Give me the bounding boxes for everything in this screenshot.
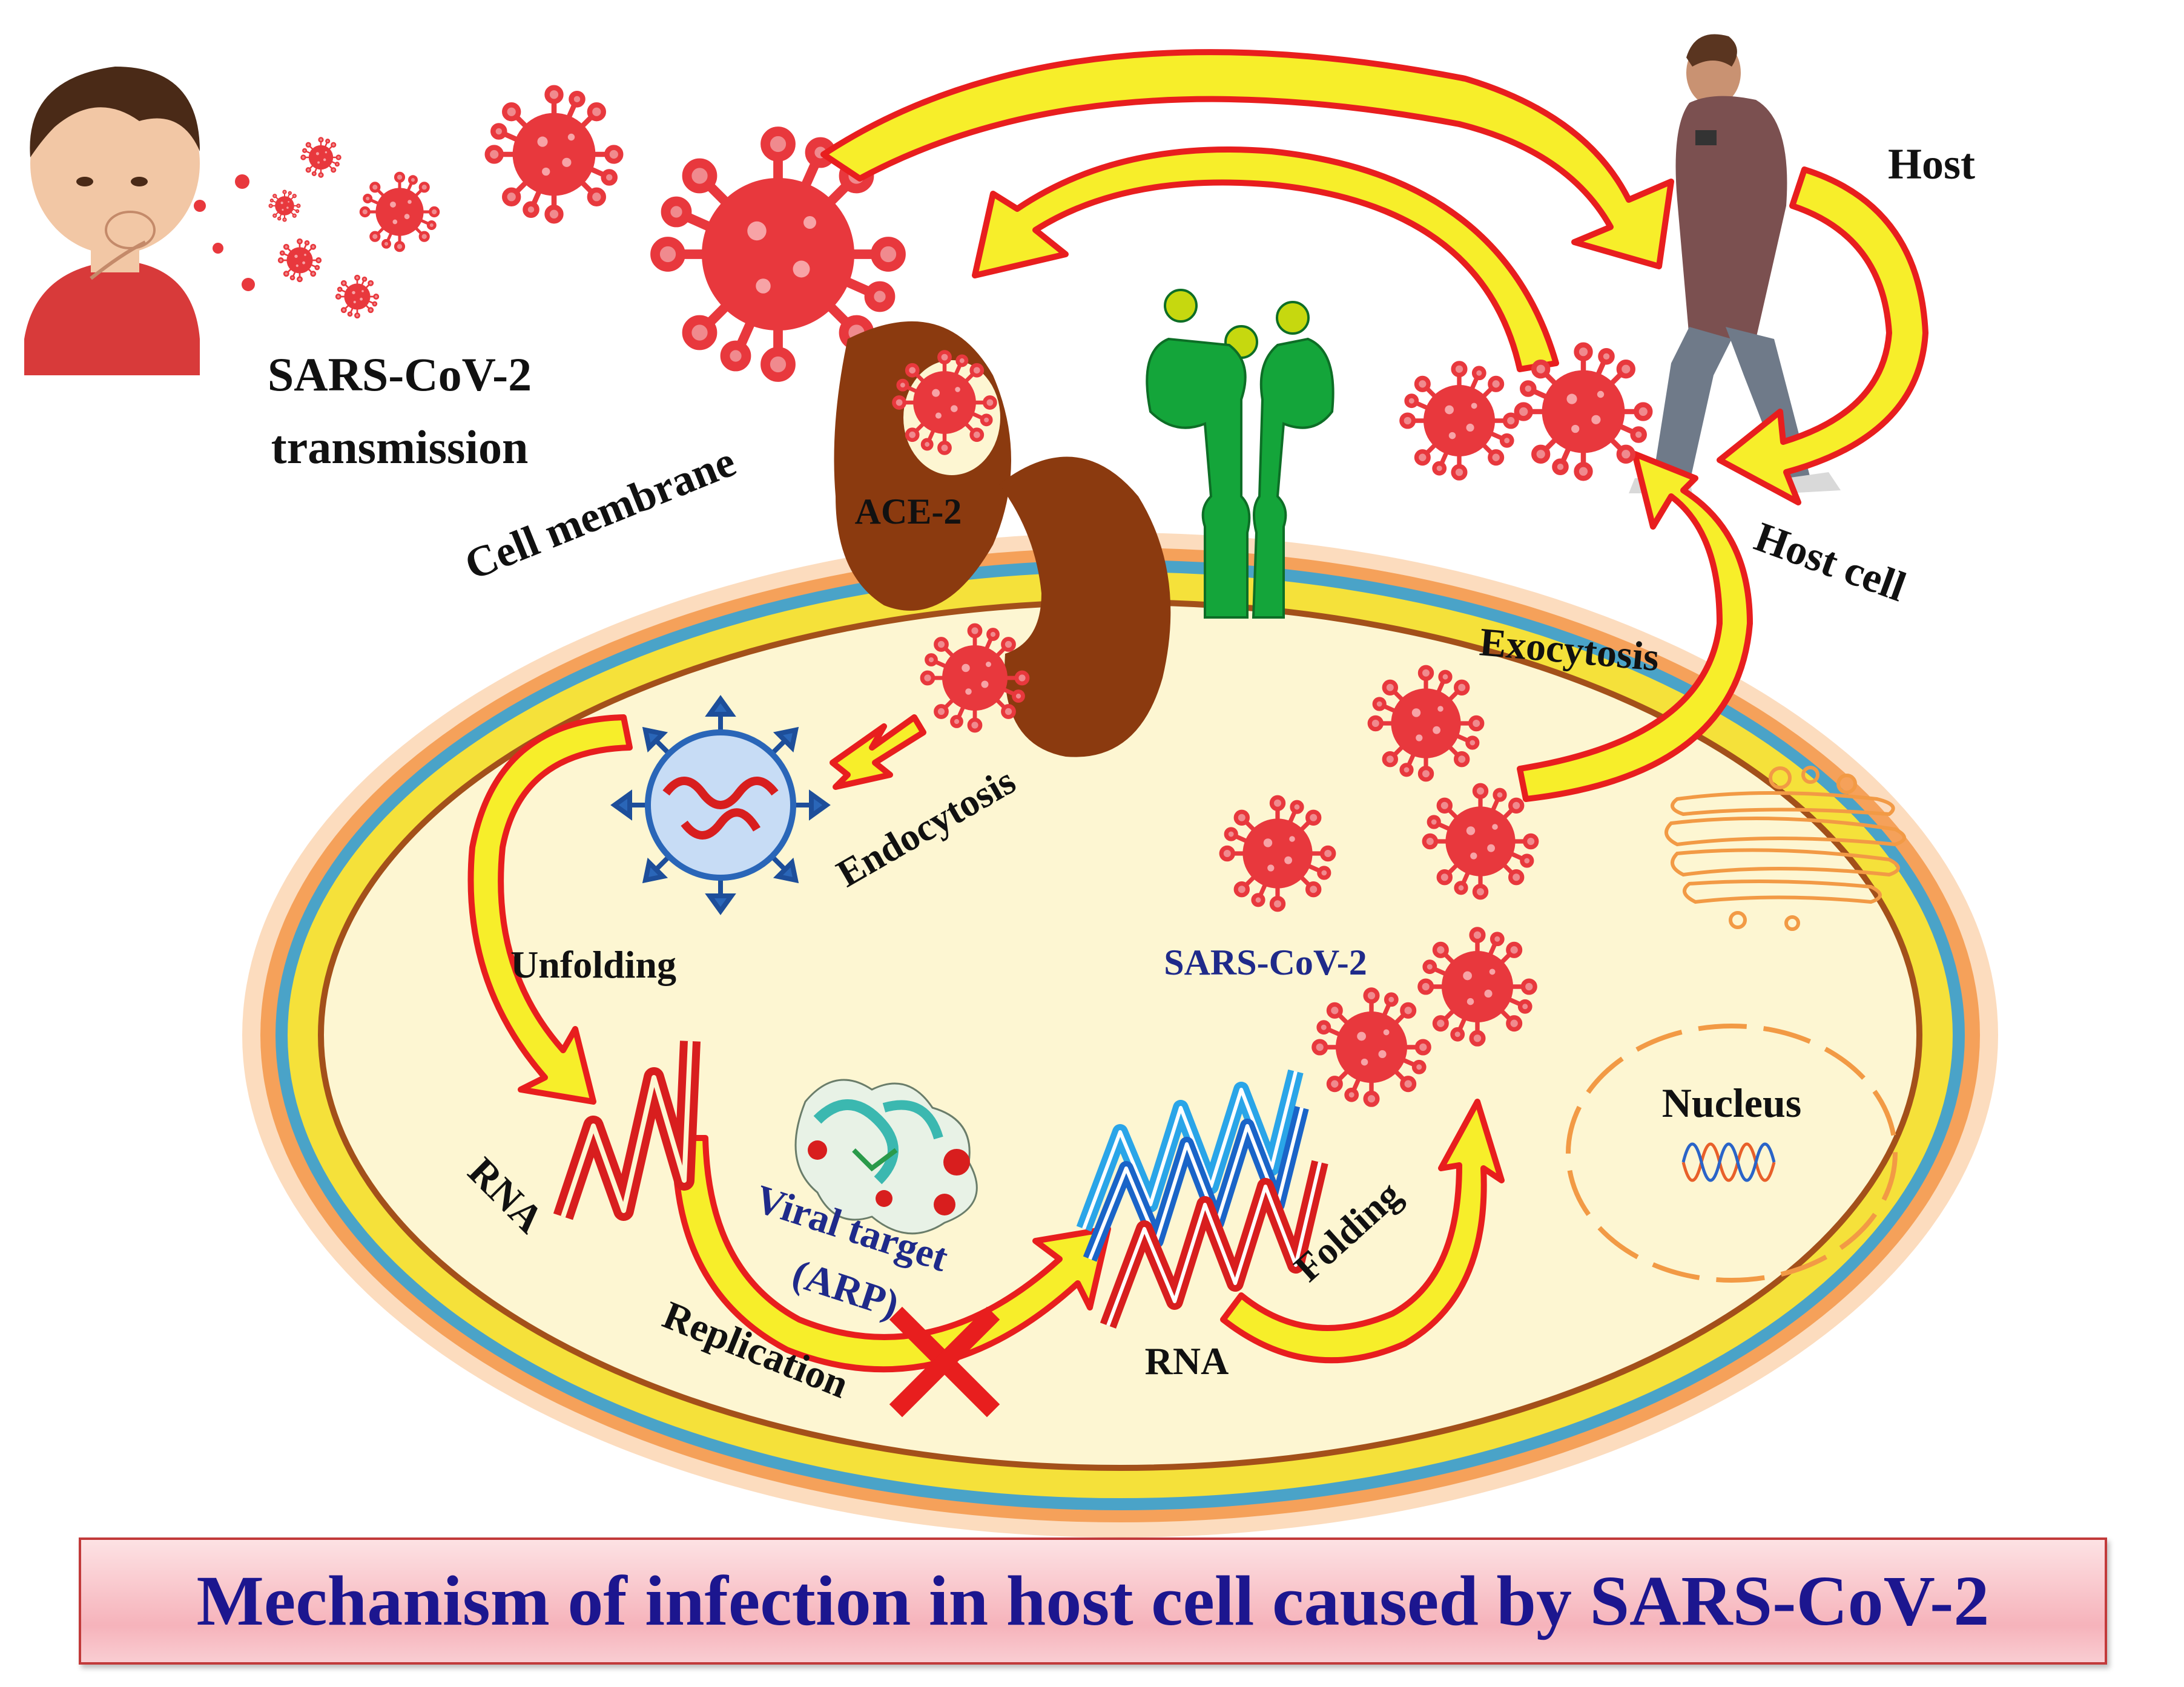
nucleus <box>1566 1024 1898 1283</box>
host-label: Host <box>1888 140 1975 188</box>
sars-inner-label: SARS-CoV-2 <box>1164 942 1367 982</box>
golgi-apparatus <box>1664 766 1906 931</box>
green-receptor <box>1146 289 1334 619</box>
infected-person <box>24 67 200 375</box>
nucleus-label: Nucleus <box>1662 1080 1801 1126</box>
caption-title: Mechanism of infection in host cell caus… <box>196 1561 1990 1640</box>
endosome-virus <box>610 695 831 915</box>
ace2-label: ACE-2 <box>855 492 962 531</box>
inhibition-x <box>889 1306 1000 1418</box>
host-cell-label: Host cell <box>1749 513 1912 611</box>
transmission-label-line2: transmission <box>271 421 529 473</box>
ace2-receptor <box>834 321 1171 757</box>
caption-box: Mechanism of infection in host cell caus… <box>79 1537 2107 1665</box>
rna-left <box>553 1041 701 1221</box>
transmission-arrows <box>467 49 1928 1373</box>
droplet-viruses <box>194 88 901 377</box>
unfolding-label: Unfolding <box>510 943 676 986</box>
rna-replicated <box>1076 1069 1328 1329</box>
viral-target-protein <box>794 1079 978 1235</box>
transmission-label-line1: SARS-CoV-2 <box>268 348 532 401</box>
rna-right-label: RNA <box>1145 1340 1229 1383</box>
